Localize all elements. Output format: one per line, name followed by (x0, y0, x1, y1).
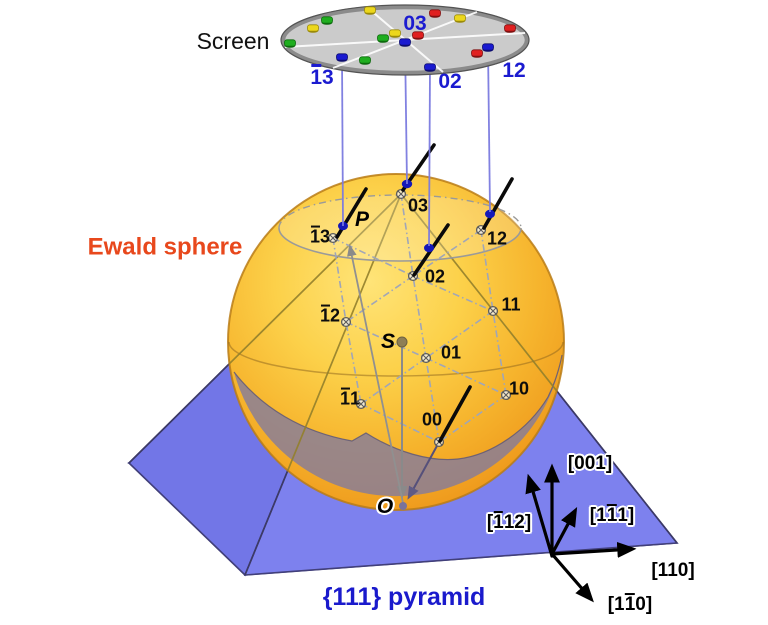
sphere-center-point-S (396, 336, 408, 348)
point-O-label: O (376, 494, 394, 518)
lattice-label-01: 01 (440, 342, 462, 363)
axis-label-110: [110] (651, 560, 695, 582)
point-S-label: S (380, 329, 396, 353)
axis-label-1m11: [111] (589, 503, 635, 527)
lattice-label-m13: 13 (309, 225, 331, 247)
screen-spot-blue (482, 43, 494, 51)
ewald-sphere-body (227, 173, 565, 511)
axis-label-001: [001] (567, 453, 613, 475)
screen-title: Screen (196, 27, 270, 54)
screen-spot-yellow (364, 6, 376, 14)
ewald-sphere-label: Ewald sphere (87, 233, 243, 261)
lattice-label-02: 02 (424, 266, 446, 287)
reciprocal-lattice-net (332, 193, 507, 443)
lattice-label-11: 11 (501, 294, 521, 315)
axis-110 (550, 541, 637, 558)
screen-spot-red (412, 31, 424, 39)
screen-spot-yellow (389, 29, 401, 37)
lattice-label-12: 12 (486, 228, 508, 249)
pyramid-over-sphere-cap (233, 354, 563, 497)
screen-label-12: 12 (502, 58, 526, 82)
point-P-label: P (354, 207, 370, 231)
axis-m112 (525, 473, 554, 558)
screen-label-m13: 13 (310, 64, 334, 89)
axis-label-1m10: [110] (607, 592, 653, 616)
screen-spot-green (359, 56, 371, 64)
lattice-label-m12: 12 (319, 304, 341, 326)
screen-spot-yellow (307, 24, 319, 32)
lattice-label-m11: 11 (339, 387, 361, 409)
screen-spot-red (471, 49, 483, 57)
axis-label-m112: [112] (486, 510, 532, 534)
screen-spot-yellow (454, 14, 466, 22)
screen-spot-green (284, 39, 296, 47)
screen-spot-blue (399, 38, 411, 46)
axis-1m10 (550, 552, 594, 603)
construction-arrows (347, 244, 439, 510)
lattice-label-03: 03 (407, 195, 429, 216)
screen-spot-blue (336, 53, 348, 61)
origin-point-O (399, 502, 407, 510)
screen-label-02: 02 (438, 69, 462, 93)
pyramid-label: {111} pyramid (322, 582, 486, 611)
crystal-axes (525, 463, 637, 603)
lattice-label-00: 00 (421, 409, 443, 430)
screen-spot-blue (424, 63, 436, 71)
screen-spot-green (321, 16, 333, 24)
screen-disk (280, 4, 530, 76)
screen-diffraction-spots (284, 6, 516, 72)
screen-spot-red (429, 9, 441, 17)
screen-spot-green (377, 34, 389, 42)
screen-label-03: 03 (403, 11, 427, 35)
lattice-label-10: 10 (508, 378, 530, 399)
axis-1m11 (550, 507, 578, 556)
screen-spot-red (504, 24, 516, 32)
